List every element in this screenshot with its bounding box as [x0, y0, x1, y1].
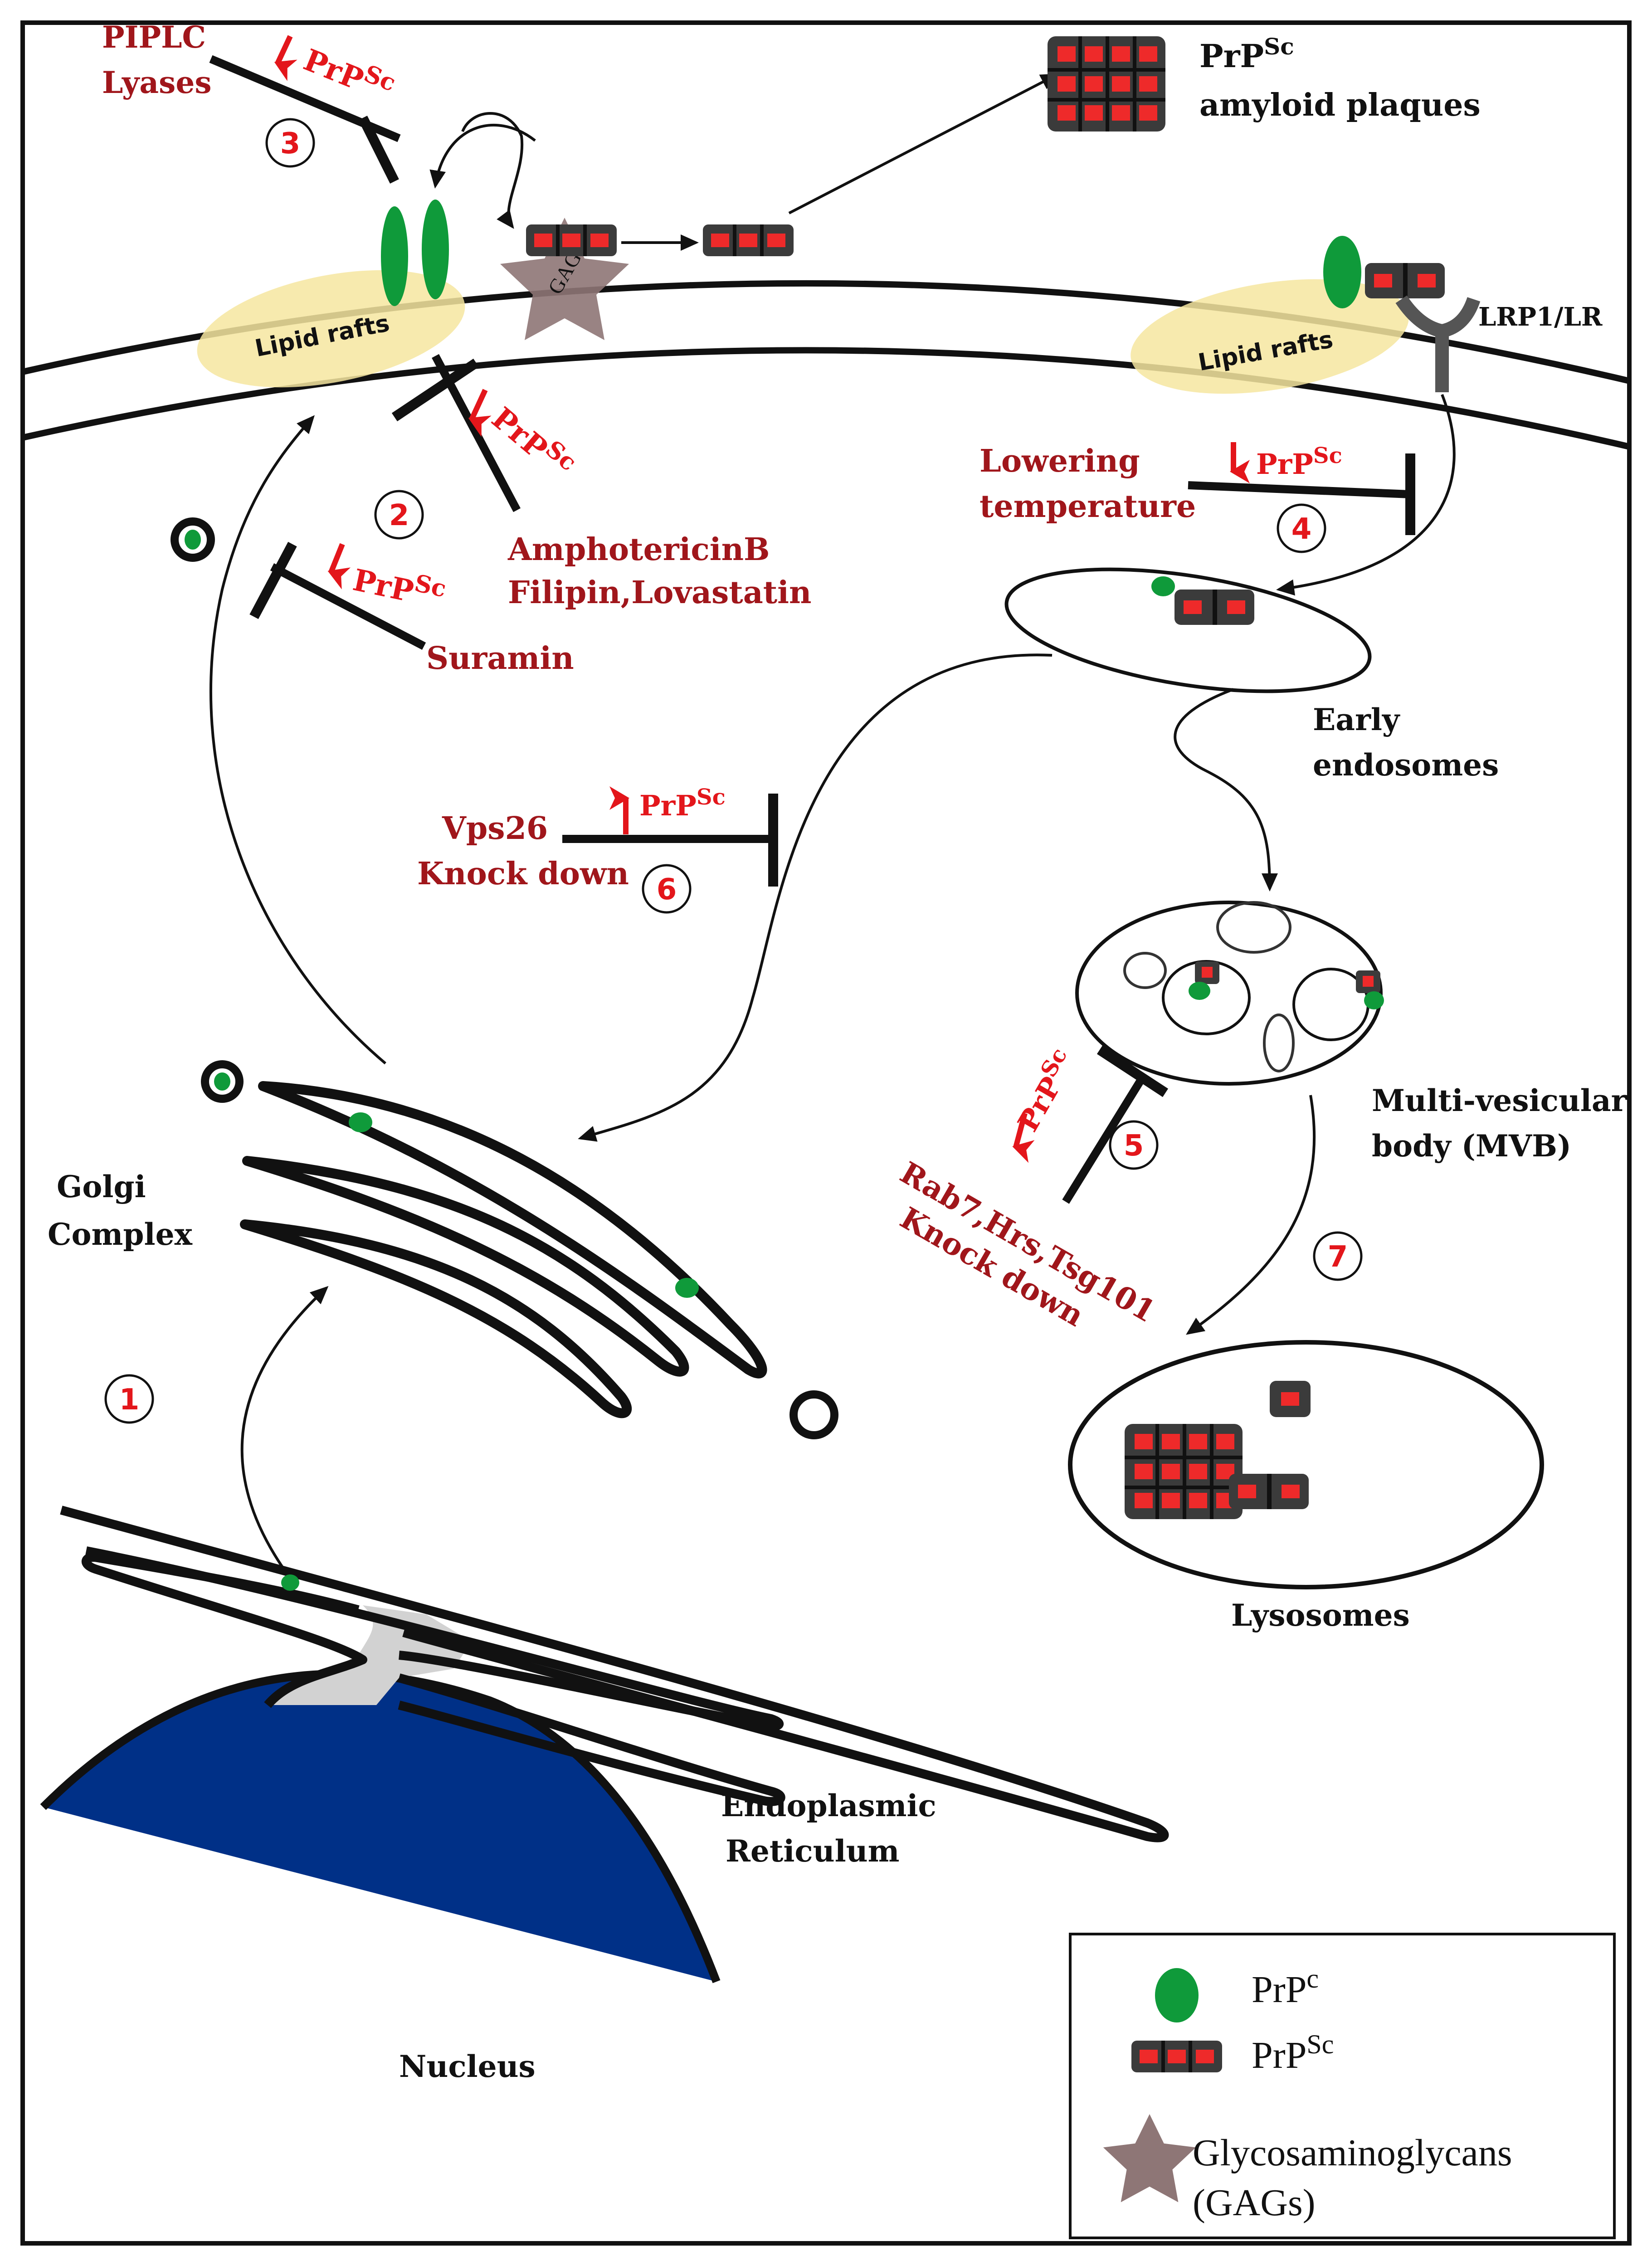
- rab-inhibit-bar: [1096, 1045, 1169, 1097]
- lysosomes-label: Lysosomes: [1231, 1598, 1410, 1633]
- vesicle-prpc-top: [185, 530, 201, 550]
- lysosome-plaque: [1125, 1424, 1243, 1519]
- arrow-receptor-to-endosome: [1276, 394, 1456, 596]
- golgi-vesicle-prpc: [214, 1072, 230, 1091]
- step-5-circle: [1109, 1120, 1159, 1170]
- lysosome-prpsc-double: [1229, 1474, 1309, 1509]
- golgi-label-line2: Complex: [48, 1217, 193, 1252]
- golgi-prpc-2: [675, 1278, 699, 1298]
- step-2-number: 2: [389, 499, 409, 532]
- suramin-prpsc-label: PrPSc: [350, 557, 449, 616]
- nucleus: [43, 1674, 716, 1982]
- lowering-inhibit-line: [1188, 481, 1411, 498]
- step-2-circle: [374, 490, 424, 540]
- membrane-inner-line: [22, 347, 1630, 450]
- endoplasmic-reticulum: [60, 1506, 1169, 1842]
- early-endosome-label-line1: Early: [1313, 702, 1400, 737]
- step-1-number: 1: [119, 1383, 140, 1417]
- legend-prpsc-icon: [1131, 2041, 1222, 2072]
- vps-label-line1: Vps26: [442, 810, 548, 847]
- amphotericin-label-line1: AmphotericinB: [507, 531, 770, 568]
- step-6-circle: [642, 864, 692, 914]
- legend-prpc-label: PrPc: [1252, 1964, 1319, 2011]
- lrp1-receptor: [1395, 295, 1481, 338]
- arrow-mvb-to-lysosome: [1186, 1095, 1316, 1335]
- suramin-label: Suramin: [426, 640, 574, 677]
- piplc-down-arrow: [274, 35, 297, 81]
- step-3-number: 3: [280, 127, 301, 161]
- prpc-right-raft: [1323, 236, 1361, 308]
- step-4-number: 4: [1291, 512, 1312, 546]
- arrow-to-gags: [461, 112, 524, 229]
- amphotericin-down-arrow: [468, 389, 492, 437]
- prpsc-released: [703, 224, 794, 256]
- lysosome-prpsc-single: [1270, 1381, 1311, 1417]
- golgi-complex: [240, 1081, 767, 1418]
- endosome-prpc: [1151, 576, 1175, 596]
- plaques-title: PrPSc: [1199, 33, 1294, 75]
- rab-prpsc-label: PrPSc: [1007, 1044, 1083, 1137]
- piplc-inhibit-bar: [358, 116, 399, 184]
- amphotericin-inhibit-bar: [391, 358, 479, 422]
- golgi-vesicle-bottom: [789, 1390, 838, 1439]
- amphotericin-label-line2: Filipin,Lovastatin: [508, 575, 811, 611]
- lowering-label-line2: temperature: [980, 488, 1196, 525]
- mvb-label-line2: body (MVB): [1372, 1128, 1571, 1164]
- legend-gags-line1: Glycosaminoglycans: [1193, 2132, 1512, 2174]
- early-endosome-label-line2: endosomes: [1313, 747, 1499, 783]
- lysosome: [1068, 1340, 1544, 1589]
- early-endosome: [1004, 567, 1372, 693]
- prpsc-at-gags: [526, 224, 617, 256]
- multivesicular-body: [1075, 901, 1383, 1086]
- legend-prpsc-label: PrPSc: [1252, 2029, 1334, 2076]
- prpsc-right-raft: [1365, 263, 1445, 298]
- step-7-number: 7: [1328, 1240, 1348, 1274]
- step-7-circle: [1313, 1231, 1363, 1281]
- piplc-label-line2: Lyases: [102, 65, 211, 100]
- vps-label-line2: Knock down: [417, 856, 629, 892]
- suramin-inhibit-line: [270, 563, 426, 650]
- golgi-label-line1: Golgi: [57, 1169, 146, 1204]
- nucleus-label: Nucleus: [399, 2049, 536, 2084]
- step-6-number: 6: [657, 873, 677, 906]
- lowering-label-line1: Lowering: [980, 443, 1140, 479]
- legend-box: [1069, 1933, 1616, 2239]
- mvb-label-line1: Multi-vesicular: [1372, 1083, 1628, 1118]
- arrow-endosome-to-mvb: [1174, 688, 1278, 892]
- step-3-circle: [265, 118, 315, 168]
- step-5-number: 5: [1124, 1129, 1144, 1163]
- figure-frame: [20, 20, 1632, 2246]
- er-label-line2: Reticulum: [726, 1833, 899, 1869]
- piplc-label-line1: PIPLC: [102, 19, 206, 55]
- suramin-inhibit-bar: [249, 541, 297, 619]
- endosome-prpsc: [1174, 590, 1254, 625]
- er-prpc: [281, 1574, 299, 1591]
- suramin-down-arrow: [327, 543, 351, 590]
- rab-inhibit-line: [1062, 1075, 1146, 1204]
- arrow-to-plaques: [788, 73, 1059, 214]
- step-1-circle: [104, 1374, 154, 1424]
- legend: PrPc PrPSc Glycosaminoglycans (GAGs): [1069, 1933, 1616, 2239]
- plaques-line2: amyloid plaques: [1199, 87, 1481, 123]
- lowering-prpsc-label: PrPSc: [1256, 443, 1342, 481]
- legend-prpc-icon: [1155, 1968, 1199, 2022]
- prpc-left-raft-2: [422, 200, 449, 299]
- prpc-left-raft-1: [381, 206, 408, 306]
- arrow-golgi-to-membrane: [210, 415, 386, 1065]
- legend-gags-line2: (GAGs): [1193, 2182, 1316, 2224]
- vps-prpsc-label: PrPSc: [639, 785, 726, 822]
- golgi-prpc-1: [349, 1112, 372, 1132]
- step-4-circle: [1277, 503, 1326, 553]
- lrp1-label: LRP1/LR: [1478, 302, 1603, 332]
- amyloid-plaque-icon: [1048, 36, 1165, 132]
- er-label-line1: Endoplasmic: [721, 1788, 936, 1823]
- arrow-er-to-golgi: [240, 1286, 329, 1579]
- arrow-endosome-to-golgi: [578, 653, 1053, 1142]
- rab-down-arrow: [1012, 1112, 1035, 1163]
